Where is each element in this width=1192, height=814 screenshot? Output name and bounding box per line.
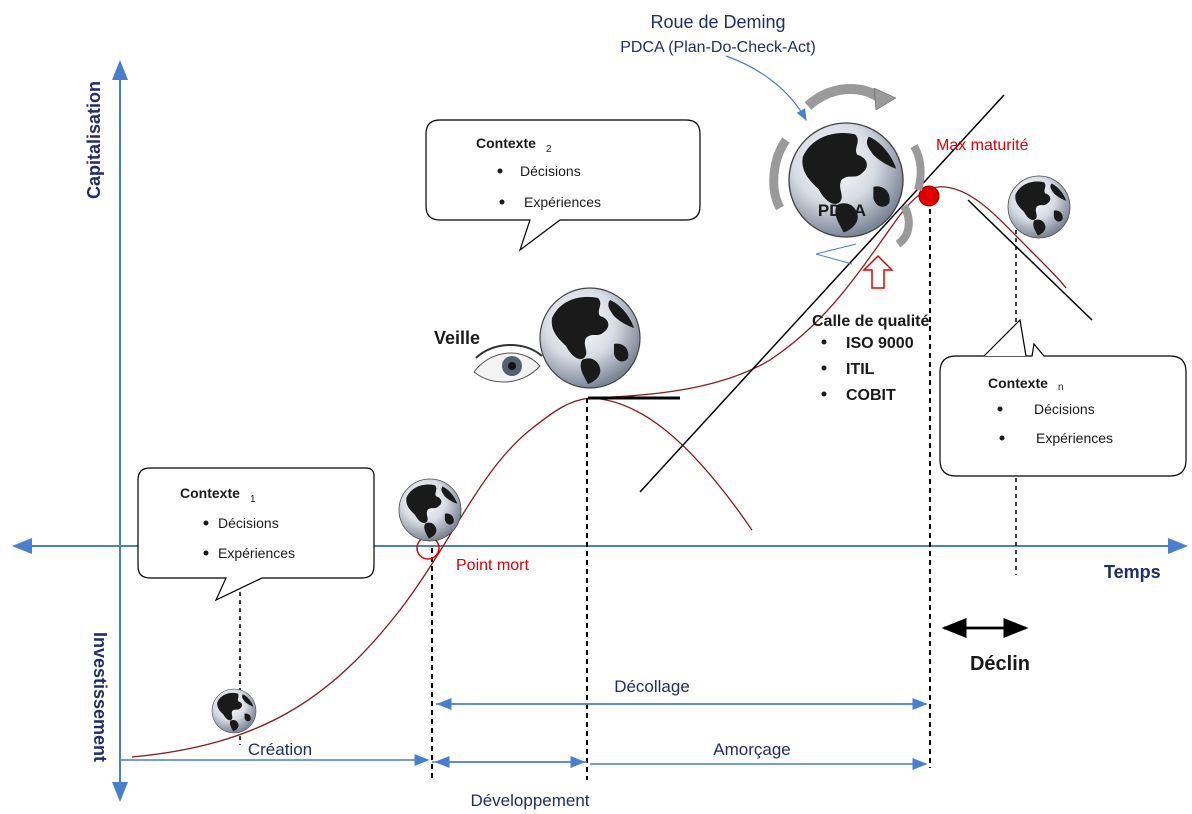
wedge-line [815,243,857,255]
decline-tangent-line [967,199,1093,321]
bubble-item: Expériences [1036,430,1113,446]
up-arrow-icon [862,254,894,289]
bubble-item: Décisions [218,515,279,531]
bubble-subscript: n [1058,382,1064,393]
rotation-arrow-icon [804,84,883,110]
creation-globe-icon [211,688,257,734]
callout-contexte-2: Contexte 2 Décisions Expériences [425,119,701,252]
eye-icon [473,343,543,383]
bubble-title: Contexte [988,375,1048,391]
deming-title: Roue de Deming [650,12,785,32]
qualite-list: ISO 9000 ITIL COBIT [821,335,914,404]
phase-amorcage-label: Amorçage [713,740,790,759]
rotation-arrow-icon [769,137,790,211]
x-axis-label: Temps [1104,562,1161,582]
phase-creation-label: Création [248,740,312,759]
decline-globe-icon [1007,175,1071,239]
qualite-title: Calle de qualité [812,313,929,330]
phase-developpement-label: Développement [470,791,589,810]
rotation-arrow-icon [910,144,925,192]
qualite-item: ISO 9000 [846,335,914,352]
bubble-item: Expériences [218,545,295,561]
veille-label: Veille [434,328,480,348]
wedge-line [815,253,853,265]
qualite-item: COBIT [846,387,896,404]
bubble-title: Contexte [180,485,240,501]
max-maturite-marker [918,185,940,207]
bubble-item: Décisions [520,163,581,179]
phase-declin-label: Déclin [970,653,1030,675]
rotation-arrow-head-icon [873,87,897,111]
rotation-arrow-icon [895,204,913,248]
lifecycle-curve [131,186,1067,758]
qualite-item: ITIL [846,361,875,378]
phase-decollage-label: Décollage [614,677,690,696]
bubble-subscript: 1 [250,494,256,505]
bubble-item: Décisions [1034,401,1095,417]
callout-contexte-1: Contexte 1 Décisions Expériences [137,467,375,602]
bubble-item: Expériences [524,194,601,210]
decline-arc [589,397,753,531]
point-mort-label: Point mort [456,557,529,574]
y-axis-top-label: Capitalisation [84,81,104,199]
y-axis-bottom-label: Investissement [90,632,110,762]
point-mort-globe-icon [398,478,462,542]
title-pointer-arrow [725,55,807,122]
max-maturite-label: Max maturité [936,137,1029,154]
tangent-line [639,94,1005,493]
pdca-label: PDCA [818,201,866,220]
bubble-subscript: 2 [546,144,552,155]
veille-globe-icon [539,287,641,389]
bubble-title: Contexte [476,135,536,151]
callout-contexte-n: Contexte n Décisions Expériences [939,318,1187,477]
deming-subtitle: PDCA (Plan-Do-Check-Act) [620,39,816,56]
